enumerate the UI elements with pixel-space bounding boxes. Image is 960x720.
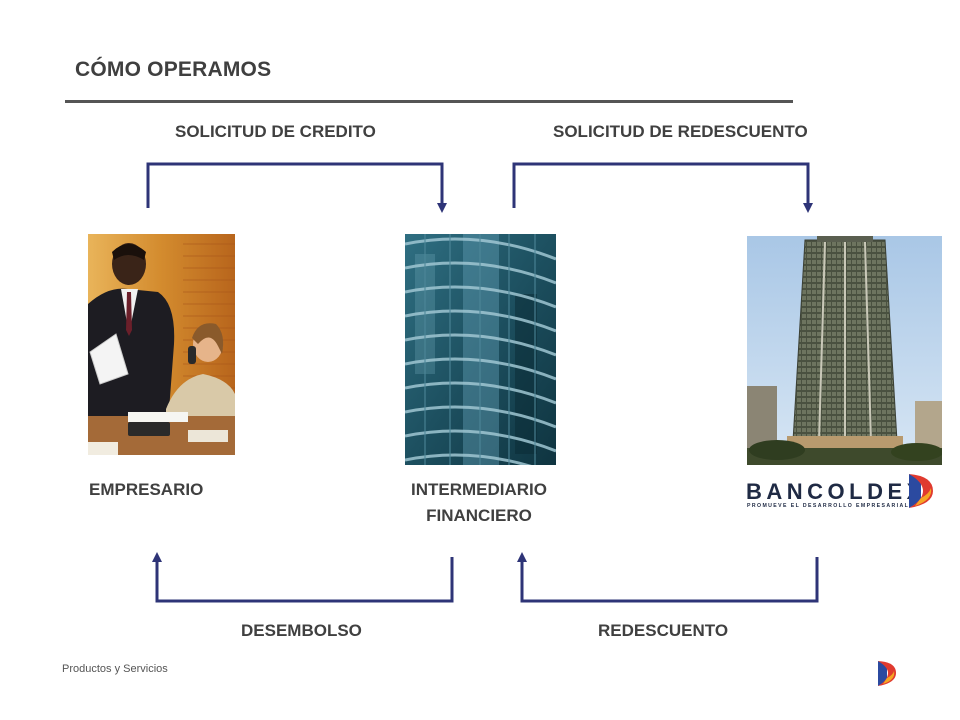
desembolso-label: DESEMBOLSO <box>241 621 362 640</box>
intermediario-photo <box>405 234 556 465</box>
page-title: CÓMO OPERAMOS <box>75 58 272 81</box>
footer-text: Productos y Servicios <box>62 663 168 675</box>
solicitud-redescuento-label: SOLICITUD DE REDESCUENTO <box>553 122 808 141</box>
intermediario-label: INTERMEDIARIO FINANCIERO <box>411 480 547 525</box>
redescuento-label: REDESCUENTO <box>598 621 729 640</box>
solicitud-credito-arrow <box>146 162 447 213</box>
redescuento-arrow <box>517 552 819 603</box>
solicitud-redescuento-arrow <box>512 162 813 213</box>
solicitud-credito-label: SOLICITUD DE CREDITO <box>175 122 376 141</box>
bancoldex-building-photo <box>747 236 942 465</box>
empresario-photo <box>88 234 235 455</box>
bancoldex-logo-tagline: PROMUEVE EL DESARROLLO EMPRESARIAL <box>747 503 910 509</box>
bancoldex-logo-name: BANCOLDEX <box>746 479 926 504</box>
empresario-label: EMPRESARIO <box>89 480 204 499</box>
desembolso-arrow <box>152 552 454 603</box>
bancoldex-logo-icon <box>909 474 933 508</box>
footer-logo-icon <box>878 661 896 686</box>
title-underline <box>65 100 793 103</box>
